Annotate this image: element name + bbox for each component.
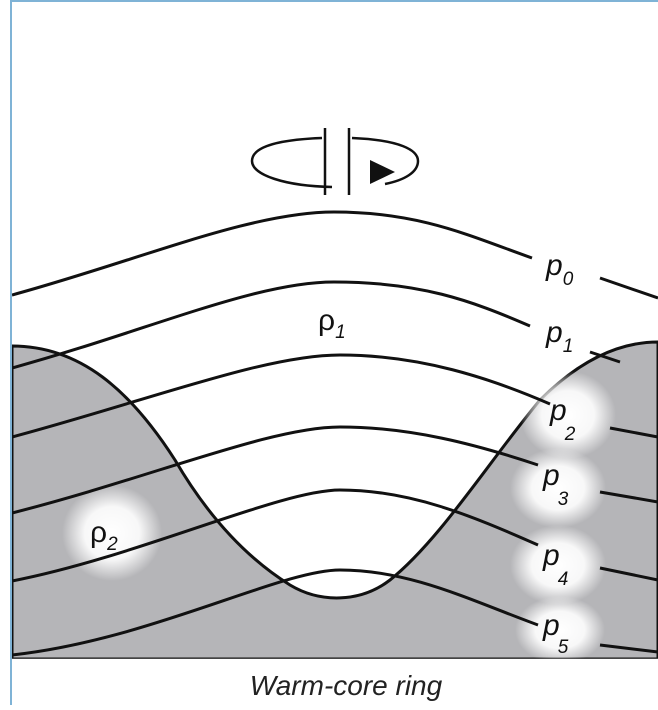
p4-halo — [510, 525, 606, 605]
isobar-p5 — [12, 568, 539, 657]
isobar-p1 — [12, 280, 531, 370]
rho2-halo — [62, 485, 162, 581]
p0-label: p0 — [545, 249, 574, 290]
isobar-p3 — [12, 425, 539, 515]
p5-halo — [515, 596, 605, 659]
isobar-p5-tail — [599, 643, 658, 654]
isobar-p4 — [12, 488, 539, 583]
rho2-label: ρ2 — [90, 516, 118, 555]
p3-halo — [510, 448, 606, 528]
p1-label: p1 — [545, 316, 573, 357]
isobar-p0 — [12, 210, 533, 297]
isobar-p3-tail — [599, 490, 658, 504]
clockwise-rotation-arrow-icon — [250, 128, 420, 195]
isobar-p2 — [12, 353, 551, 439]
isobar-p1-tail — [589, 350, 621, 364]
rho1-label: ρ1 — [318, 304, 346, 343]
figure-frame — [10, 0, 658, 705]
isobar-p0-tail — [599, 276, 658, 300]
isobar-p2-tail — [609, 426, 658, 439]
isobar-p4-tail — [599, 566, 658, 582]
p2-halo — [520, 371, 616, 459]
diagram-caption: Warm-core ring — [250, 670, 443, 701]
